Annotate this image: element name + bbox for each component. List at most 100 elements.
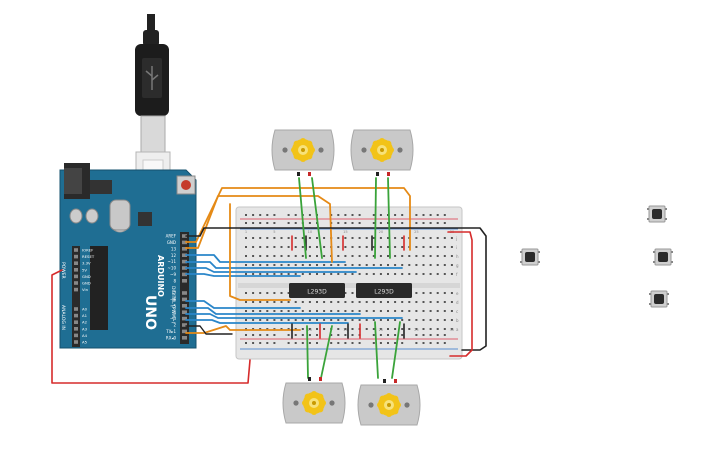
terminal-hole[interactable] [323, 310, 326, 312]
enable-wire[interactable] [185, 195, 333, 263]
rail-hole[interactable] [266, 334, 269, 336]
motor-terminal[interactable] [376, 172, 379, 176]
rail-hole[interactable] [436, 214, 439, 216]
terminal-hole[interactable] [337, 237, 340, 239]
rail-hole[interactable] [245, 214, 247, 216]
motor-terminal[interactable] [319, 377, 322, 381]
terminal-hole[interactable] [245, 292, 247, 294]
terminal-hole[interactable] [415, 237, 418, 239]
terminal-hole[interactable] [436, 237, 439, 239]
dc-motor[interactable] [271, 129, 335, 176]
terminal-hole[interactable] [401, 301, 404, 303]
rail-hole[interactable] [252, 214, 255, 216]
terminal-hole[interactable] [415, 264, 418, 266]
terminal-hole[interactable] [316, 328, 318, 330]
terminal-hole[interactable] [387, 255, 389, 257]
rail-hole[interactable] [372, 334, 375, 336]
rail-hole[interactable] [429, 214, 432, 216]
rail-hole[interactable] [351, 334, 354, 336]
terminal-hole[interactable] [252, 264, 255, 266]
terminal-hole[interactable] [330, 319, 333, 321]
terminal-hole[interactable] [294, 310, 297, 312]
terminal-hole[interactable] [436, 328, 439, 330]
terminal-hole[interactable] [344, 255, 347, 257]
rail-hole[interactable] [259, 334, 262, 336]
terminal-hole[interactable] [379, 319, 382, 321]
terminal-hole[interactable] [408, 328, 411, 330]
terminal-hole[interactable] [280, 310, 283, 312]
terminal-hole[interactable] [415, 246, 418, 248]
rail-hole[interactable] [401, 342, 404, 344]
terminal-hole[interactable] [330, 301, 333, 303]
terminal-hole[interactable] [308, 255, 311, 257]
rail-hole[interactable] [245, 342, 247, 344]
terminal-hole[interactable] [330, 273, 333, 275]
rail-hole[interactable] [415, 214, 418, 216]
digital-pin[interactable] [182, 279, 187, 283]
terminal-hole[interactable] [436, 264, 439, 266]
analog-pin[interactable] [74, 333, 78, 338]
terminal-hole[interactable] [351, 264, 354, 266]
terminal-hole[interactable] [308, 319, 311, 321]
terminal-hole[interactable] [323, 264, 326, 266]
power-pin[interactable] [74, 254, 78, 259]
terminal-hole[interactable] [365, 301, 368, 303]
terminal-hole[interactable] [365, 310, 368, 312]
terminal-hole[interactable] [273, 255, 276, 257]
terminal-hole[interactable] [436, 246, 439, 248]
terminal-hole[interactable] [316, 319, 318, 321]
rail-hole[interactable] [294, 222, 297, 224]
terminal-hole[interactable] [301, 273, 304, 275]
rail-hole[interactable] [379, 334, 382, 336]
terminal-hole[interactable] [422, 301, 425, 303]
terminal-hole[interactable] [316, 273, 318, 275]
terminal-hole[interactable] [422, 264, 425, 266]
terminal-hole[interactable] [379, 246, 382, 248]
terminal-hole[interactable] [252, 246, 255, 248]
terminal-hole[interactable] [351, 292, 354, 294]
terminal-hole[interactable] [273, 264, 276, 266]
terminal-hole[interactable] [308, 264, 311, 266]
digital-pin[interactable] [182, 272, 187, 277]
push-button[interactable] [649, 290, 669, 308]
rail-hole[interactable] [443, 334, 446, 336]
terminal-hole[interactable] [401, 328, 404, 330]
rail-hole[interactable] [259, 214, 262, 216]
terminal-hole[interactable] [443, 255, 446, 257]
terminal-hole[interactable] [358, 255, 361, 257]
digital-pin[interactable] [182, 323, 187, 327]
rail-hole[interactable] [401, 334, 404, 336]
rail-hole[interactable] [344, 214, 347, 216]
rail-hole[interactable] [266, 342, 269, 344]
terminal-hole[interactable] [316, 255, 318, 257]
digital-pin[interactable] [182, 291, 187, 295]
terminal-hole[interactable] [422, 292, 425, 294]
dc-motor[interactable] [282, 377, 346, 424]
digital-pin[interactable] [182, 234, 187, 238]
rail-hole[interactable] [436, 222, 439, 224]
terminal-hole[interactable] [273, 237, 276, 239]
analog-pin[interactable] [74, 340, 78, 344]
terminal-hole[interactable] [273, 301, 276, 303]
terminal-hole[interactable] [408, 264, 411, 266]
rail-hole[interactable] [287, 342, 290, 344]
rail-hole[interactable] [245, 222, 247, 224]
rail-hole[interactable] [422, 222, 425, 224]
terminal-hole[interactable] [308, 237, 311, 239]
rail-hole[interactable] [301, 342, 304, 344]
terminal-hole[interactable] [323, 237, 326, 239]
rail-hole[interactable] [266, 222, 269, 224]
rail-hole[interactable] [443, 214, 446, 216]
signal-wire[interactable] [185, 313, 403, 319]
rail-hole[interactable] [429, 222, 432, 224]
terminal-hole[interactable] [450, 301, 453, 303]
rail-hole[interactable] [394, 222, 397, 224]
terminal-hole[interactable] [387, 264, 389, 266]
terminal-hole[interactable] [415, 328, 418, 330]
terminal-hole[interactable] [379, 310, 382, 312]
terminal-hole[interactable] [394, 328, 397, 330]
rail-hole[interactable] [443, 222, 446, 224]
terminal-hole[interactable] [294, 264, 297, 266]
terminal-hole[interactable] [394, 273, 397, 275]
rail-hole[interactable] [372, 214, 375, 216]
